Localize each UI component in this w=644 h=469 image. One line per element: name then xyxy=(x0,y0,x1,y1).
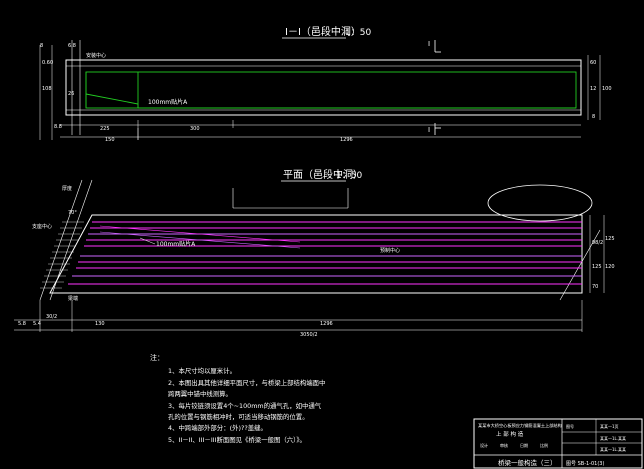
plan-scale: 1：50 xyxy=(336,171,362,181)
right-skew-line xyxy=(559,229,601,301)
title-part: 上 部 构 造 xyxy=(496,430,524,438)
section-scale: 1：50 xyxy=(345,28,371,38)
dim-bottom-2: 150 xyxy=(105,137,115,143)
dim-right-0: 60 xyxy=(590,60,596,66)
dim-left-1: 0.60 xyxy=(42,60,53,66)
dim-left-2: 108 xyxy=(42,86,52,92)
plan-dim-right-1: 125 xyxy=(605,236,615,242)
title-block: 某某市大桥空心板预应力钢筋混凝土上部结构 上 部 构 造 设计 审核 日期 比例… xyxy=(473,418,643,469)
plan-dim-bottom-0: 130 xyxy=(95,321,105,327)
detail-ellipse xyxy=(487,184,593,222)
strand-lines xyxy=(68,221,582,285)
dim-left-0: 8 xyxy=(40,43,43,49)
dim-left-4: 8.8 xyxy=(54,124,62,130)
title-code2: 某某一1L.某某 xyxy=(600,446,626,452)
section-view: I－I（邑段中洞） 1：50 I I 安装中心 100mm贴片A 8 0.60 … xyxy=(39,25,612,143)
title-block-frame xyxy=(473,418,643,469)
cut-label-bottom: I xyxy=(428,126,430,134)
end-hatching xyxy=(40,221,84,289)
dim-left-5: 6.8 xyxy=(68,43,76,49)
dim-right-1: 12 xyxy=(590,86,596,92)
beam-outline xyxy=(65,59,582,116)
title-design: 设计 xyxy=(480,442,488,448)
plan-outline xyxy=(49,214,583,294)
center-label: 安装中心 xyxy=(86,52,106,59)
plan-dim-bl-1: 5.4 xyxy=(33,321,41,327)
plan-bottom-dimensions: 5.8 5.4 30/2 130 1296 3050/2 xyxy=(14,300,583,338)
note-line-3: 跨两翼中锚中线测算。 xyxy=(168,389,232,398)
dim-right-2: 100 xyxy=(602,86,612,92)
right-dimensions: 60 12 100 8 xyxy=(587,55,612,120)
title-drawing-name: 桥梁一般构造（三） xyxy=(498,458,557,467)
title-corner: 图号 xyxy=(566,423,574,429)
notes-heading: 注： xyxy=(150,353,164,362)
plan-strand-label: 100mm贴片A xyxy=(156,240,196,248)
plan-view: 平面（邑段中洞） 1：50 xyxy=(14,168,615,338)
plan-dim-bottom-2: 3050/2 xyxy=(300,332,318,338)
plan-dim-right-0: 98/2 xyxy=(592,240,603,246)
dim-right-3: 8 xyxy=(592,114,595,120)
notes: 注： 1、本尺寸均以厘米计。 2、本图出具其他详细平面尺寸，与桥梁上部结构端面中… xyxy=(150,353,325,444)
bottom-dimensions: 225 300 150 1296 xyxy=(60,120,581,143)
cut-label-top: I xyxy=(428,40,430,48)
plan-dim-right-3: 120 xyxy=(605,264,615,270)
title-date: 日期 xyxy=(520,442,528,448)
plan-dim-bl-2: 30/2 xyxy=(46,314,57,320)
note-line-5: 孔的位置与钢筋相冲时，可适当移动钢筋的位置。 xyxy=(168,412,309,421)
title-project: 某某市大桥空心板预应力钢筋混凝土上部结构 xyxy=(478,422,562,429)
angle-label: 70° xyxy=(68,210,77,216)
left-dimensions: 8 0.60 108 26 8.8 6.8 xyxy=(39,43,76,140)
strand-leader xyxy=(139,237,156,245)
plan-dim-bl-0: 5.8 xyxy=(18,321,26,327)
plan-title: 平面（邑段中洞） xyxy=(283,168,363,181)
plan-dim-right-4: 70 xyxy=(592,284,598,290)
plan-dim-bottom-1: 1296 xyxy=(320,321,333,327)
pier-label: 支座中心 xyxy=(32,223,52,230)
note-line-6: 4、中跨端部外部分：(外)??盖缝。 xyxy=(168,423,267,432)
thickness-label: 厚度 xyxy=(62,185,72,192)
dim-bottom-3: 1296 xyxy=(340,137,353,143)
title-scale-label: 比例 xyxy=(540,442,548,448)
center-line-label: 预制中心 xyxy=(380,247,400,254)
void-taper xyxy=(85,93,139,108)
note-line-1: 1、本尺寸均以厘米计。 xyxy=(168,366,236,375)
strand-label: 100mm贴片A xyxy=(148,98,188,106)
slope-label: 梁端 xyxy=(68,295,78,302)
note-line-7: 5、II－II、III－III断面图见《桥梁一般图（六）》。 xyxy=(168,435,306,444)
dim-left-3: 26 xyxy=(68,91,74,97)
plan-dim-right-2: 125 xyxy=(592,264,602,270)
dim-bottom-1: 300 xyxy=(190,126,200,132)
section-title: I－I（邑段中洞） xyxy=(285,25,361,38)
title-code1: 某某一1L.某某 xyxy=(600,435,626,441)
dim-bottom-0: 225 xyxy=(100,126,110,132)
title-number: 图号 SB-1-01(3) xyxy=(566,461,604,467)
note-line-2: 2、本图出具其他详细平面尺寸，与桥梁上部结构端面中 xyxy=(168,378,325,387)
plan-right-dimensions: 98/2 125 125 120 70 xyxy=(589,215,615,293)
title-review: 审核 xyxy=(500,442,508,448)
title-sheet: 某某一1页 xyxy=(600,423,619,429)
note-line-4: 3、每片铰链须设置4个~100mm的通气孔，如中通气 xyxy=(168,401,322,410)
